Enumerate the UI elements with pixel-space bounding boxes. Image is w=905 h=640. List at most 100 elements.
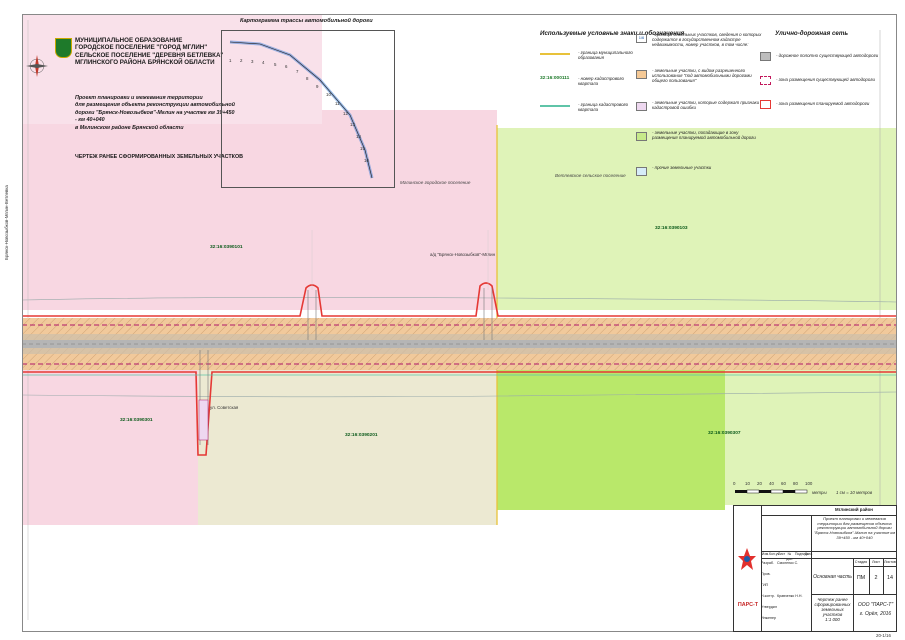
pars-logo-icon — [738, 548, 756, 570]
municipality-line: МГЛИНСКОГО РАЙОНА БРЯНСКОЙ ОБЛАСТИ — [75, 59, 215, 67]
stamp-role: Пров. — [761, 572, 771, 576]
legend-swatch — [636, 167, 647, 176]
stamp-column-header: Подпись — [795, 552, 809, 556]
inset-title: Картограмма трассы автомобильной дороги — [240, 18, 373, 24]
inset-diagram — [221, 30, 395, 188]
scale-tick-label: 0 — [733, 481, 736, 486]
inset-picket-number: 16 — [364, 158, 369, 163]
company-logo-text: ПАРС-Т — [737, 602, 759, 608]
municipality-line: СЕЛЬСКОЕ ПОСЕЛЕНИЕ "ДЕРЕВНЯ БЕТЛЕВКА" — [75, 51, 224, 59]
legend-item-text: - земельные участки, с видом разрешенног… — [652, 68, 752, 84]
inset-picket-number: 10 — [326, 92, 331, 97]
stamp-column-header: Изм. — [761, 552, 770, 556]
inset-picket-number: 5 — [274, 62, 277, 67]
legend-item-text: - земельные участки, которые содержат пр… — [652, 100, 760, 111]
project-line: в Мглинском районе Брянской области — [75, 124, 184, 131]
cadastral-code: 32:16:0390201 — [345, 433, 378, 438]
sheet-code: 20-1/16 — [876, 633, 891, 638]
project-description: Проект планировки и межевания территории… — [75, 95, 235, 132]
legend-item-text: - граница муниципального образования — [578, 50, 633, 61]
stamp-person-name: Смоленко С. — [777, 561, 799, 565]
sheet-title: ЧЕРТЕЖ РАНЕЕ СФОРМИРОВАННЫХ ЗЕМЕЛЬНЫХ УЧ… — [75, 154, 244, 160]
road-label: ул. Советская — [210, 405, 239, 410]
legend-swatch — [760, 76, 771, 85]
pink-zone-south — [22, 360, 198, 525]
side-label: Брянск-Новозыбков-Мглин-Ветлевка — [4, 185, 9, 260]
project-line: дороги "Брянск-Новозыбков"-Мглин на учас… — [75, 109, 235, 124]
stamp-role: ГИП — [761, 583, 769, 587]
legend-swatch — [636, 132, 647, 141]
legend-item-text: - прочие земельные участки — [652, 165, 712, 170]
legend-title: Используемые условные знаки и обозначени… — [540, 30, 685, 37]
scale-tick-label: 10 — [745, 481, 750, 486]
stage-value: 14 — [887, 575, 893, 581]
cadastral-code: 32:16:0390103 — [655, 226, 688, 231]
legend-item-text: - номер кадастрового квартала — [578, 76, 624, 87]
inset-picket-number: 15 — [360, 146, 365, 151]
stamp-column-header: Лист — [777, 552, 786, 556]
legend-swatch: 1/6 — [636, 34, 647, 43]
area-label: Ветлевское сельское поселение — [555, 173, 626, 178]
stamp-column-header: № док. — [786, 552, 793, 561]
stamp-title: Мглинский район — [835, 507, 873, 512]
legend-swatch — [636, 102, 647, 111]
legend-item-text: - граница кадастрового квартала — [578, 102, 629, 113]
legend-swatch — [636, 70, 647, 79]
drawing-scale: 1:1 000 — [825, 617, 840, 622]
legend-swatch — [760, 100, 771, 109]
scale-text: 1 см = 10 метров — [836, 490, 873, 495]
stage-value: ПМ — [856, 575, 866, 581]
inset-picket-number: 6 — [285, 64, 288, 69]
sheet-frame — [22, 14, 897, 632]
inset-picket-number: 13 — [350, 122, 355, 127]
stamp-role: Н.контр. — [761, 594, 775, 598]
bright-green-zone-south — [497, 360, 725, 510]
planned-road-zone-top — [22, 282, 897, 317]
green-zone-north — [497, 128, 897, 310]
company-city: г. Орёл, 2016 — [859, 611, 892, 617]
inset-picket-number: 1 — [229, 58, 232, 63]
stamp-person-name: Кравченко Н.Н. — [777, 594, 803, 598]
scale-tick-label: 60 — [781, 481, 786, 486]
inset-picket-number: 11 — [335, 101, 340, 106]
project-text: Проект планировки и межевания территории… — [813, 516, 896, 540]
beige-zone-south — [198, 360, 497, 525]
stage-header: Стадия — [854, 560, 868, 564]
stamp-role: Утвердил — [761, 605, 777, 609]
inset-picket-number: 4 — [262, 60, 265, 65]
inset-picket-number: 3 — [251, 59, 254, 64]
scale-tick-label: 20 — [757, 481, 762, 486]
inset-picket-number: 12 — [343, 111, 348, 116]
stage-header: Лист — [872, 560, 880, 564]
company-name: ООО "ПАРС-Т" — [857, 602, 894, 608]
coat-of-arms-icon — [55, 38, 72, 58]
stage-value: 2 — [874, 575, 878, 581]
legend-item-text: - зона размещения существующей автодорог… — [776, 77, 875, 82]
legend-line-swatch — [540, 105, 570, 107]
legend-item-text: - границы земельных участков, сведения о… — [652, 32, 762, 48]
legend-right-title: Улично-дорожная сеть — [775, 30, 849, 37]
municipality-header: МУНИЦИПАЛЬНОЕ ОБРАЗОВАНИЕ ГОРОДСКОЕ ПОСЕ… — [75, 37, 225, 67]
pink-zone-north — [22, 110, 497, 310]
planned-road-zone-bottom — [22, 371, 897, 456]
road-label: а/д "Брянск-Новозыбков"-Мглин — [430, 252, 495, 257]
project-line: Проект планировки и межевания территории — [75, 95, 203, 101]
area-label: Мглинское городское поселение — [400, 180, 471, 185]
stamp-role: Разраб. — [761, 561, 774, 565]
scale-unit: метры — [812, 490, 827, 495]
section-name: Основная часть — [813, 574, 852, 580]
legend-swatch — [760, 52, 771, 61]
scale-tick-label: 80 — [793, 481, 798, 486]
inset-picket-number: 9 — [316, 84, 319, 89]
stamp-column-header: Дата — [804, 552, 813, 556]
stage-header: Листов — [884, 560, 896, 564]
scale-tick-label: 100 — [805, 481, 813, 486]
inset-picket-number: 7 — [296, 69, 299, 74]
cadastral-code: 32:16:0390301 — [120, 418, 153, 423]
inset-picket-number: 14 — [356, 134, 361, 139]
cadastral-code: 32:16:0390101 — [210, 245, 243, 250]
legend-item-text: - зона размещения планируемой автодороги — [776, 101, 870, 106]
legend-item-text: - земельные участки, попадающие в зону р… — [652, 130, 756, 141]
